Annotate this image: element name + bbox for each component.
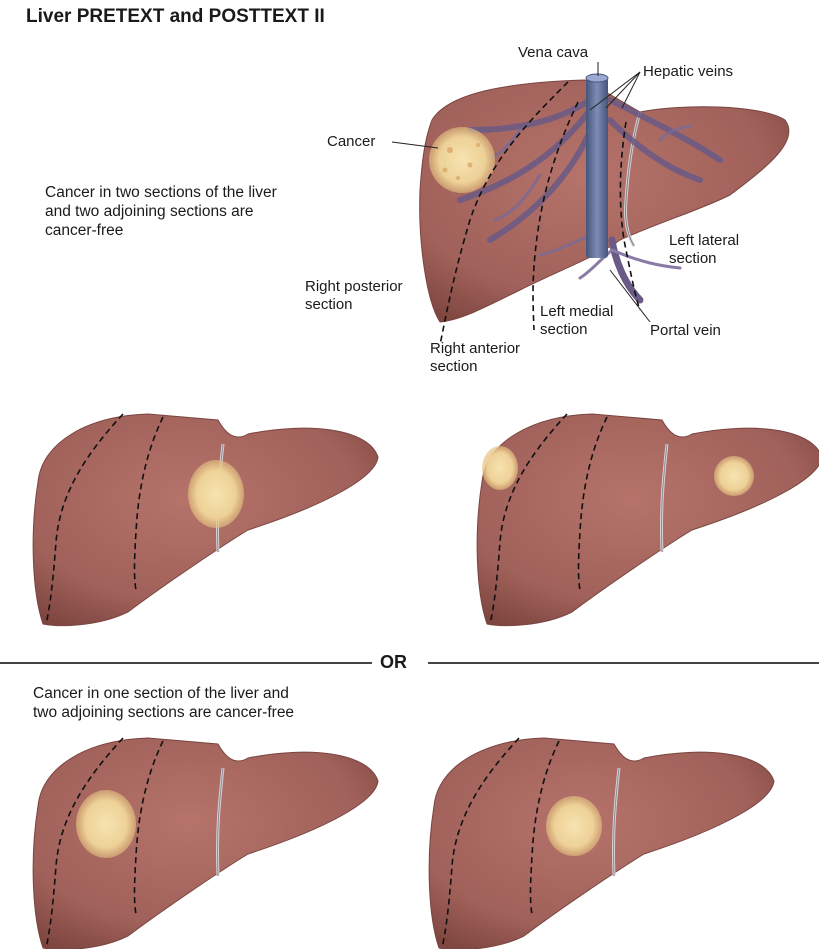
label-right-posterior: Right posterior section [305,278,403,314]
or-separator: OR [0,652,819,672]
label-portal-vein: Portal vein [650,322,721,340]
separator-line-right [428,662,819,664]
label-hepatic-veins: Hepatic veins [643,63,733,81]
label-left-medial: Left medial section [540,303,613,339]
label-cancer: Cancer [327,133,375,151]
description-bottom: Cancer in one section of the liver and t… [33,684,294,722]
liver-top-right [477,414,819,626]
label-right-anterior: Right anterior section [430,340,520,376]
label-left-lateral: Left lateral section [669,232,739,268]
label-vena-cava: Vena cava [518,44,588,62]
separator-line-left [0,662,372,664]
liver-top-left [33,414,378,626]
separator-label: OR [380,652,407,673]
liver-bottom-left [33,738,378,949]
liver-bottom-right [429,738,774,949]
